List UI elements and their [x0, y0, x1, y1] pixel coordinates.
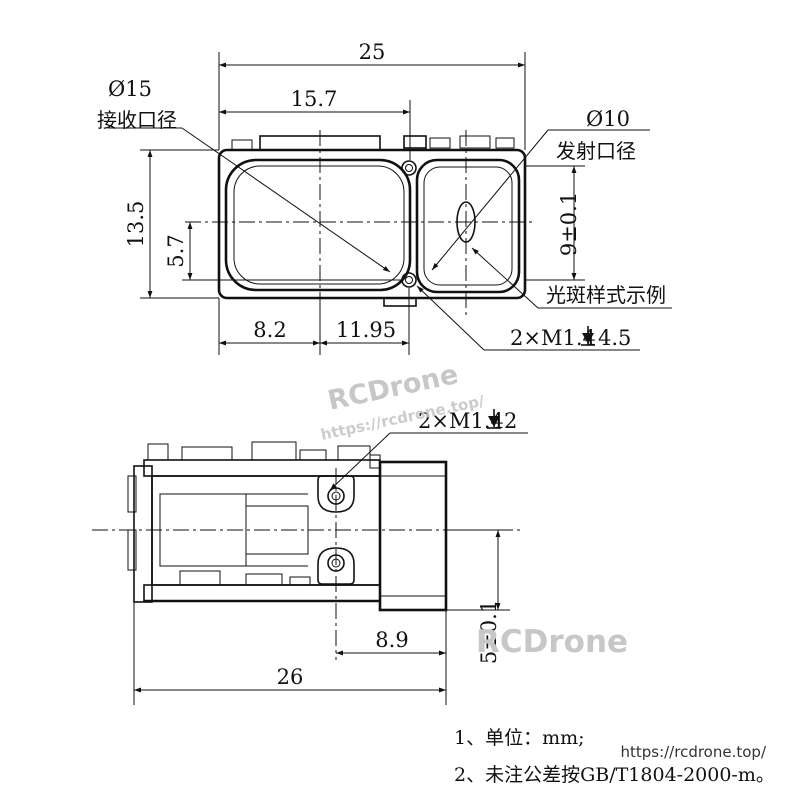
side-pcb-top — [143, 459, 381, 477]
note-tolerance: 2、未注公差按GB/T1804-2000-m。 — [454, 764, 775, 786]
brand-watermark-bottom: RCDrone — [476, 624, 628, 660]
receive-label: 接收口径 — [97, 108, 177, 132]
dim-emit-height: 9±0.1 — [557, 192, 581, 256]
top-component — [231, 139, 253, 151]
spot-label: 光斑样式示例 — [546, 283, 666, 307]
dim-total-length: 26 — [277, 665, 304, 689]
receive-diameter: Ø15 — [108, 77, 152, 101]
side-pcb-bottom — [143, 584, 381, 602]
side-mount-boss-top — [317, 475, 355, 513]
dim-hole-height: 5.7 — [164, 234, 188, 267]
emit-leader — [431, 129, 549, 271]
top-component — [429, 137, 451, 149]
dim-left-offset: 8.2 — [253, 318, 286, 342]
top-view: 25 15.7 Ø15 接收口径 Ø10 发射口径 13.5 5.7 9±0.1… — [97, 40, 672, 355]
screw-spec-top: 2×M1.4 — [510, 326, 596, 350]
receive-lens-inner — [233, 165, 405, 285]
top-component — [459, 135, 491, 149]
top-component — [495, 137, 515, 149]
screw-depth-side: 2 — [504, 409, 517, 433]
emit-diameter: Ø10 — [586, 107, 630, 131]
emit-label: 发射口径 — [556, 139, 636, 163]
dim-depth: 8.9 — [375, 628, 408, 652]
screw-spec-side: 2×M1.4 — [418, 409, 504, 433]
emit-lens-outer — [415, 158, 521, 294]
screw-leader-top — [416, 285, 485, 351]
top-component — [403, 135, 427, 149]
watermarks: RCDrone https://rcdrone.top/ RCDrone — [319, 359, 628, 660]
mount-hole-bottom — [401, 272, 417, 288]
note-unit: 1、单位：mm; — [454, 727, 585, 749]
dim-total-width: 25 — [359, 40, 386, 64]
side-view: 2×M1.4 2 8.9 26 5±0.1 — [92, 409, 528, 705]
mount-hole-top — [401, 160, 417, 176]
dim-receive-width: 15.7 — [291, 87, 338, 111]
emit-lens-inner — [423, 166, 513, 286]
footer-url: https://rcdrone.top/ — [620, 743, 766, 761]
top-body-outline — [217, 148, 527, 300]
screw-leader-side — [329, 432, 391, 491]
depth-symbol-icon — [487, 409, 501, 429]
notes: 1、单位：mm; 2、未注公差按GB/T1804-2000-m。 — [454, 727, 775, 786]
receive-lens-outer — [224, 158, 412, 292]
dim-height: 13.5 — [124, 201, 148, 248]
depth-symbol-icon — [581, 326, 595, 346]
side-mount-boss-bottom — [317, 547, 355, 585]
receive-leader — [181, 127, 391, 273]
side-emit-barrel — [378, 460, 448, 612]
bottom-tab — [383, 297, 417, 307]
side-left-flange — [133, 465, 153, 603]
dim-axis-height: 5±0.1 — [477, 600, 501, 664]
screw-depth-top: 4.5 — [598, 326, 631, 350]
spot-leader — [471, 247, 539, 309]
dim-hole-spacing: 11.95 — [336, 318, 396, 342]
